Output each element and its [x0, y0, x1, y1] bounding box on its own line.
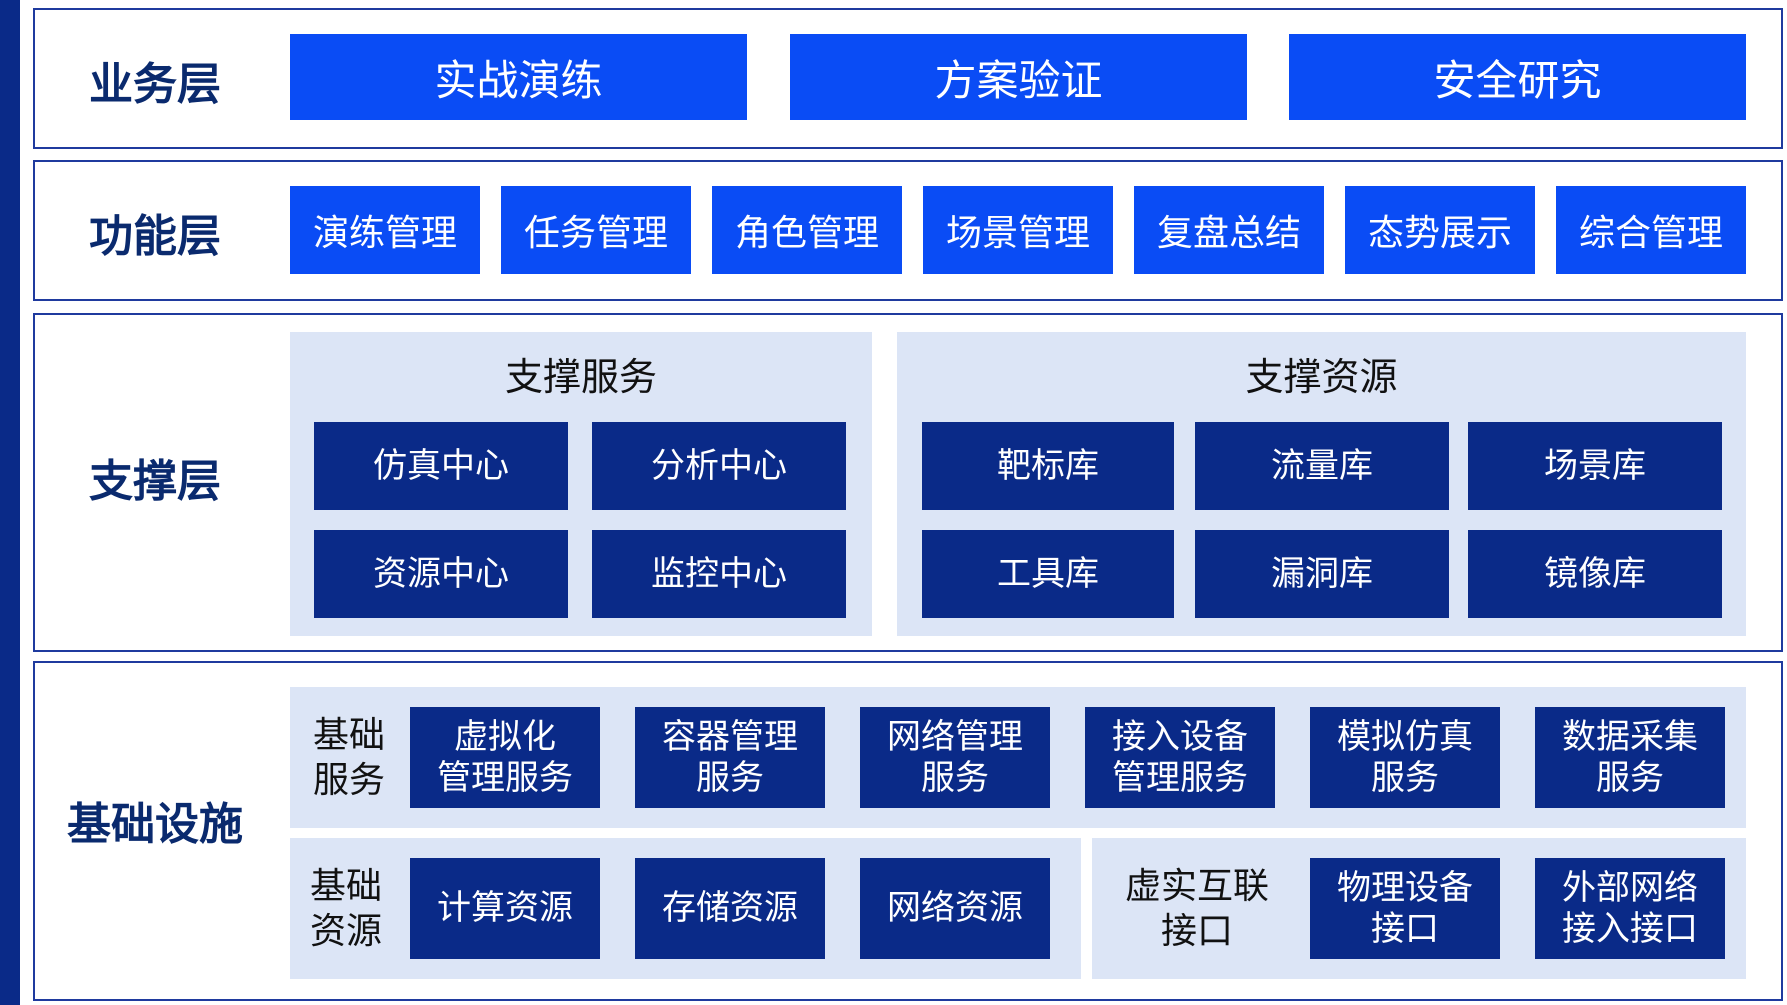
left-accent-stripe	[0, 0, 20, 1005]
support-service-item: 资源中心	[314, 530, 568, 618]
business-item-research: 安全研究	[1289, 34, 1746, 120]
support-resources-title: 支撑资源	[1245, 355, 1398, 399]
business-layer: 业务层 实战演练 方案验证 安全研究	[33, 8, 1783, 149]
function-item: 角色管理	[712, 186, 902, 274]
interconnect-item: 物理设备 接口	[1310, 858, 1500, 959]
basic-resource-item: 计算资源	[410, 858, 600, 959]
support-layer-label: 支撑层	[89, 456, 221, 507]
function-item: 态势展示	[1345, 186, 1535, 274]
interconnect-item: 外部网络 接入接口	[1535, 858, 1725, 959]
support-service-item: 分析中心	[592, 422, 846, 510]
basic-services-label: 基础 服务	[312, 714, 385, 801]
basic-resources-panel: 基础 资源 计算资源 存储资源 网络资源	[290, 838, 1081, 979]
basic-service-item: 虚拟化 管理服务	[410, 707, 600, 808]
function-item: 复盘总结	[1134, 186, 1324, 274]
function-item: 演练管理	[290, 186, 480, 274]
support-services-panel: 支撑服务 仿真中心 分析中心 资源中心 监控中心	[290, 332, 872, 636]
function-layer: 功能层 演练管理 任务管理 角色管理 场景管理 复盘总结 态势展示 综合管理	[33, 160, 1783, 301]
function-item: 场景管理	[923, 186, 1113, 274]
support-resource-item: 漏洞库	[1195, 530, 1449, 618]
business-item-drill: 实战演练	[290, 34, 747, 120]
support-resource-item: 流量库	[1195, 422, 1449, 510]
function-layer-label: 功能层	[89, 211, 221, 262]
interconnect-label: 虚实互联 接口	[1124, 865, 1269, 952]
basic-service-item: 网络管理 服务	[860, 707, 1050, 808]
basic-service-item: 接入设备 管理服务	[1085, 707, 1275, 808]
basic-service-item: 容器管理 服务	[635, 707, 825, 808]
business-item-verification: 方案验证	[790, 34, 1247, 120]
support-layer: 支撑层 支撑服务 仿真中心 分析中心 资源中心 监控中心 支撑资源 靶标库 流量…	[33, 313, 1783, 652]
infrastructure-layer: 基础设施 基础 服务 虚拟化 管理服务 容器管理 服务 网络管理 服务 接入设备…	[33, 661, 1783, 1001]
basic-resource-item: 存储资源	[635, 858, 825, 959]
basic-service-item: 模拟仿真 服务	[1310, 707, 1500, 808]
support-resource-item: 工具库	[922, 530, 1174, 618]
basic-services-panel: 基础 服务 虚拟化 管理服务 容器管理 服务 网络管理 服务 接入设备 管理服务…	[290, 687, 1746, 828]
function-item: 综合管理	[1556, 186, 1746, 274]
business-layer-label: 业务层	[89, 59, 221, 110]
support-resource-item: 靶标库	[922, 422, 1174, 510]
basic-service-item: 数据采集 服务	[1535, 707, 1725, 808]
basic-resources-label: 基础 资源	[309, 865, 382, 952]
basic-resource-item: 网络资源	[860, 858, 1050, 959]
support-resource-item: 镜像库	[1468, 530, 1722, 618]
interconnect-panel: 虚实互联 接口 物理设备 接口 外部网络 接入接口	[1092, 838, 1746, 979]
support-services-title: 支撑服务	[504, 355, 657, 399]
support-service-item: 仿真中心	[314, 422, 568, 510]
function-item: 任务管理	[501, 186, 691, 274]
support-service-item: 监控中心	[592, 530, 846, 618]
support-resources-panel: 支撑资源 靶标库 流量库 场景库 工具库 漏洞库 镜像库	[897, 332, 1746, 636]
support-resource-item: 场景库	[1468, 422, 1722, 510]
infrastructure-layer-label: 基础设施	[67, 799, 243, 850]
